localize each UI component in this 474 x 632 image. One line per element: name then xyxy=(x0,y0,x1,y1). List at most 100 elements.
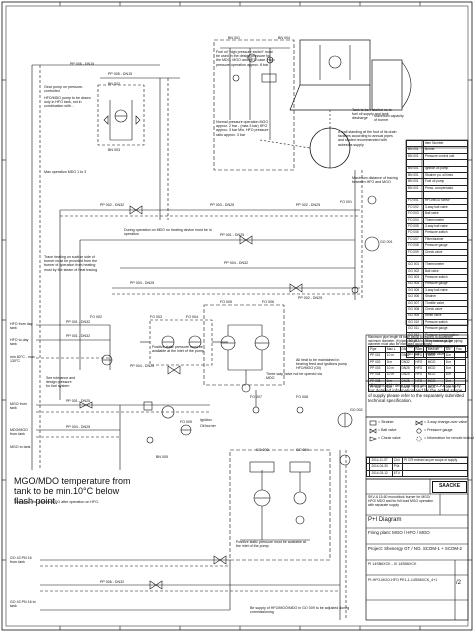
note-tracing: Trace heating on suction side of burner … xyxy=(44,255,98,272)
note-mgo-temp: MGO/MDO temperature from tank to be min.… xyxy=(14,476,131,506)
tag-fo006: FO 006 xyxy=(262,300,274,304)
pipe-table-row-cell xyxy=(454,365,466,373)
revision-row-cell xyxy=(402,463,468,471)
label-bn001: BN 001 xyxy=(228,36,240,40)
note-see-tolerance: See tolerance and design pressure for fu… xyxy=(46,376,76,389)
pipe-table-row-cell: 8 m xyxy=(443,377,456,386)
note-shut-down: Shut down the plant on MDO after operati… xyxy=(14,500,99,504)
pipe-table-row-cell: PP 006 xyxy=(368,384,386,392)
title-subtitle: Firing plant: MGO / HFO / MGO xyxy=(368,530,430,535)
revision-row-cell: P4k xyxy=(391,463,404,471)
revision-row-cell xyxy=(365,469,371,478)
label-pp-dn15-b: PP 005 - DN15 xyxy=(108,72,133,76)
legend-label: Ball valve xyxy=(423,267,468,276)
label-pp-dn15-a: PP 006 - DN15 xyxy=(70,62,95,66)
symbol-legend-checkvalve: = Check valve xyxy=(378,436,401,440)
legend-label: Pressure switch xyxy=(423,274,468,282)
pipe-table-row-cell: PP 004 xyxy=(368,371,386,379)
revision-row-cell: Ch4 xyxy=(391,456,404,465)
label-pp-dn25-f: PP 004 - DN25 xyxy=(130,364,155,368)
pipe-table-header-cell: DN xyxy=(443,345,456,354)
note-max-pipe: Maximum pipe length till table below to … xyxy=(368,335,463,347)
legend-label xyxy=(423,254,468,263)
note-during-operation: During operation on MDO no heating devic… xyxy=(124,228,212,237)
saacke-logo: SAACKE xyxy=(432,481,467,493)
tag-go003: GO 003 xyxy=(256,448,269,452)
pipe-table-header-cell: Pos xyxy=(454,345,466,354)
pipe-table-row-cell xyxy=(454,371,466,379)
note-ok-max: Max operation MDO 1 to 3 xyxy=(44,170,87,174)
legend-row xyxy=(406,254,468,263)
tag-fo007: FO 007 xyxy=(250,395,262,399)
label-pp-dn25-d: PP 004 - DN25 xyxy=(130,281,155,285)
label-hdo-from: MDO/MGO from tank xyxy=(10,428,28,437)
pipe-table-row-cell: HFO xyxy=(413,358,427,367)
label-ignition: Ignition xyxy=(200,418,212,422)
symbol-legend-strainer: = Strainer xyxy=(378,420,394,424)
note-wall-standing: A wall standing at the foot of its drain… xyxy=(338,130,397,147)
pipe-table-row-cell: 8 m xyxy=(443,352,456,360)
label-hfo-from: HFO from day tank xyxy=(10,322,33,331)
note-three-way: Three-way valve not be opened via MDO xyxy=(266,372,322,381)
legend-label: Pressure gauge xyxy=(423,280,468,289)
label-mgo-from: MGO from tank xyxy=(10,402,27,411)
title-doc-number-right: PI-HFO-MGO-HFO PE1-1-14SB6XCK_4+1 xyxy=(368,578,438,582)
label-pp-dn25-h: PP 004 - DN25 xyxy=(66,425,91,429)
tag-go001: GO 001 xyxy=(380,240,393,244)
label-bn004: BN 004 xyxy=(278,36,290,40)
label-min-80: min 80°C - max 130°C xyxy=(10,355,35,364)
title-sheet: /2 xyxy=(456,580,462,586)
note-positive-pressure-2: Positive static pressure must be availab… xyxy=(236,540,306,549)
label-oil-burner: Oil burner xyxy=(200,424,216,428)
legend-label: Temperature gauge xyxy=(423,338,468,346)
label-pp-dn32-e: PP 006 - DN32 xyxy=(100,580,125,584)
label-pp-dn32-b: PP 004 - DN32 xyxy=(224,261,249,265)
pipe-table-header-cell: Nom xyxy=(413,345,427,354)
tag-fo009: FO 009 xyxy=(180,420,192,424)
label-pp-dn32-c: PP 001 - DN32 xyxy=(66,320,91,324)
revision-row-cell: 2014-03-12 xyxy=(369,469,393,478)
legend-label: Strainer xyxy=(423,293,468,301)
symbol-legend-gauge: = Pressure gauge xyxy=(424,428,453,432)
title-project: Project: Shenergy GT / NO. SCOM-1 + SCOM… xyxy=(368,546,462,551)
note-maximum-cap: Maximum capacity of burner xyxy=(374,114,404,123)
revision-row-cell: ET4 xyxy=(391,469,404,478)
label-pp-dn32-a: PP 002 - DN32 xyxy=(100,203,125,207)
label-gd-to: GO 43 PN 16 to tank xyxy=(10,600,36,609)
pipe-table-row-cell xyxy=(454,377,466,386)
pipe-table-row-cell: 8 m xyxy=(443,371,456,379)
legend-label: Relief valve xyxy=(423,312,468,320)
tag-fo005: FO 005 xyxy=(220,300,232,304)
label-pp-dn25-a: PP 003 - DN25 xyxy=(210,203,235,207)
legend-label: Check valve xyxy=(423,306,468,314)
pipe-table-row-cell: PP 001 xyxy=(368,352,386,360)
label-mgo-to: MGO to tank xyxy=(10,445,31,449)
pipe-table-row-cell: PP 003 xyxy=(368,365,386,373)
pipe-table-row-cell xyxy=(454,358,466,367)
note-positive-pressure: Positive static pressure must be availab… xyxy=(152,345,204,354)
tag-fo001: FO 001 xyxy=(340,200,352,204)
revision-row-cell xyxy=(365,463,371,471)
symbol-legend-remote: = Information for remote indication xyxy=(424,436,474,440)
note-lbl-air-heating: All heat to be maintained in bearing fee… xyxy=(296,358,348,371)
label-pp-dn25-b: PP 002 - DN25 xyxy=(296,203,321,207)
label-pp-dn25-c: PP 001 - DN25 xyxy=(220,233,245,237)
